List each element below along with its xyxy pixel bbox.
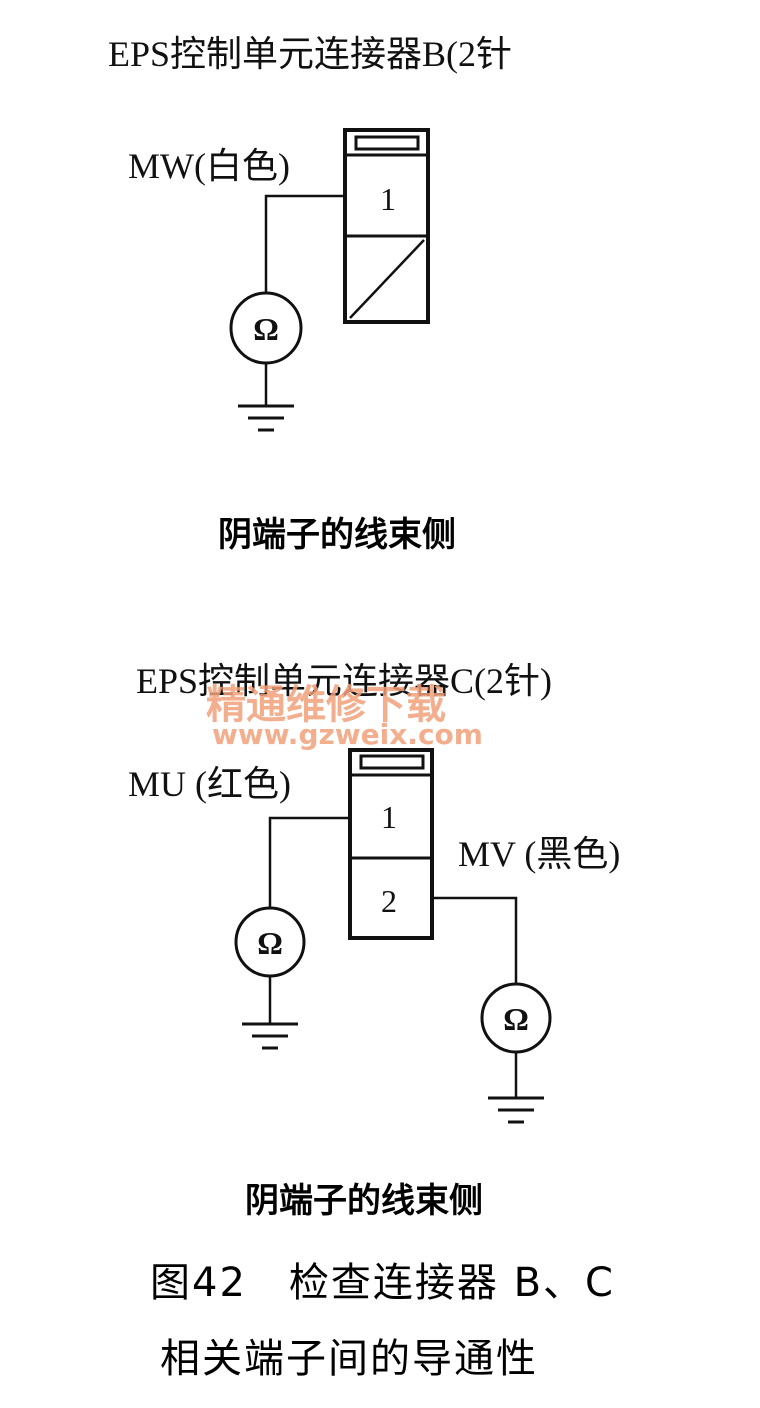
- connector-c-mu-ground-icon: [242, 1022, 298, 1050]
- connector-c-wire-mv-label: MV (黑色): [458, 834, 620, 874]
- connector-c-mu-ohmmeter-icon: Ω: [234, 906, 306, 978]
- connector-b-empty-cavity-slash: [349, 239, 425, 319]
- connector-c-mv-probe-wire: [432, 896, 518, 984]
- connector-b-body: 1: [343, 128, 430, 324]
- watermark-brand: 精通维修下载: [206, 682, 446, 728]
- connector-c-pin1-label: 1: [381, 799, 397, 835]
- watermark-url: www.gzweix.com: [212, 718, 483, 751]
- figure-caption-line2: 相关端子间的导通性: [160, 1336, 538, 1382]
- connector-c-mu-probe-wire: [268, 816, 350, 908]
- connector-c-pin2-label: 2: [381, 883, 397, 919]
- connector-b-outline: [343, 128, 430, 324]
- connector-b-title: EPS控制单元连接器B(2针: [108, 34, 512, 74]
- connector-c-mv-ground-icon: [488, 1096, 544, 1124]
- connector-c-title: EPS控制单元连接器C(2针): [136, 661, 552, 701]
- connector-b-probe-wire: [264, 194, 345, 293]
- connector-b-view-label: 阴端子的线束侧: [218, 515, 456, 555]
- connector-c-view-label: 阴端子的线束侧: [245, 1181, 483, 1221]
- connector-b-wire-mw-label: MW(白色): [128, 146, 290, 186]
- figure-caption-line1: 图42 检查连接器 B、C: [150, 1260, 615, 1306]
- connector-c-mv-ohmmeter-icon: Ω: [480, 982, 552, 1054]
- connector-c-body: 1 2: [348, 748, 434, 940]
- connector-c-outline: [348, 748, 434, 940]
- connector-b-ohmmeter-icon: Ω: [229, 291, 303, 365]
- connector-b-pin1-label: 1: [380, 181, 396, 217]
- connector-c-mu-ohm-symbol: Ω: [257, 925, 283, 961]
- watermark: 精通维修下载 www.gzweix.com: [206, 682, 483, 751]
- connector-c-mv-ohm-symbol: Ω: [503, 1001, 529, 1037]
- connector-c-latch: [359, 754, 425, 770]
- connector-b-ohm-symbol: Ω: [253, 311, 279, 347]
- connector-b-ground-icon: [238, 404, 294, 432]
- connector-b-latch: [354, 135, 420, 151]
- connector-c-wire-mu-label: MU (红色): [128, 764, 291, 804]
